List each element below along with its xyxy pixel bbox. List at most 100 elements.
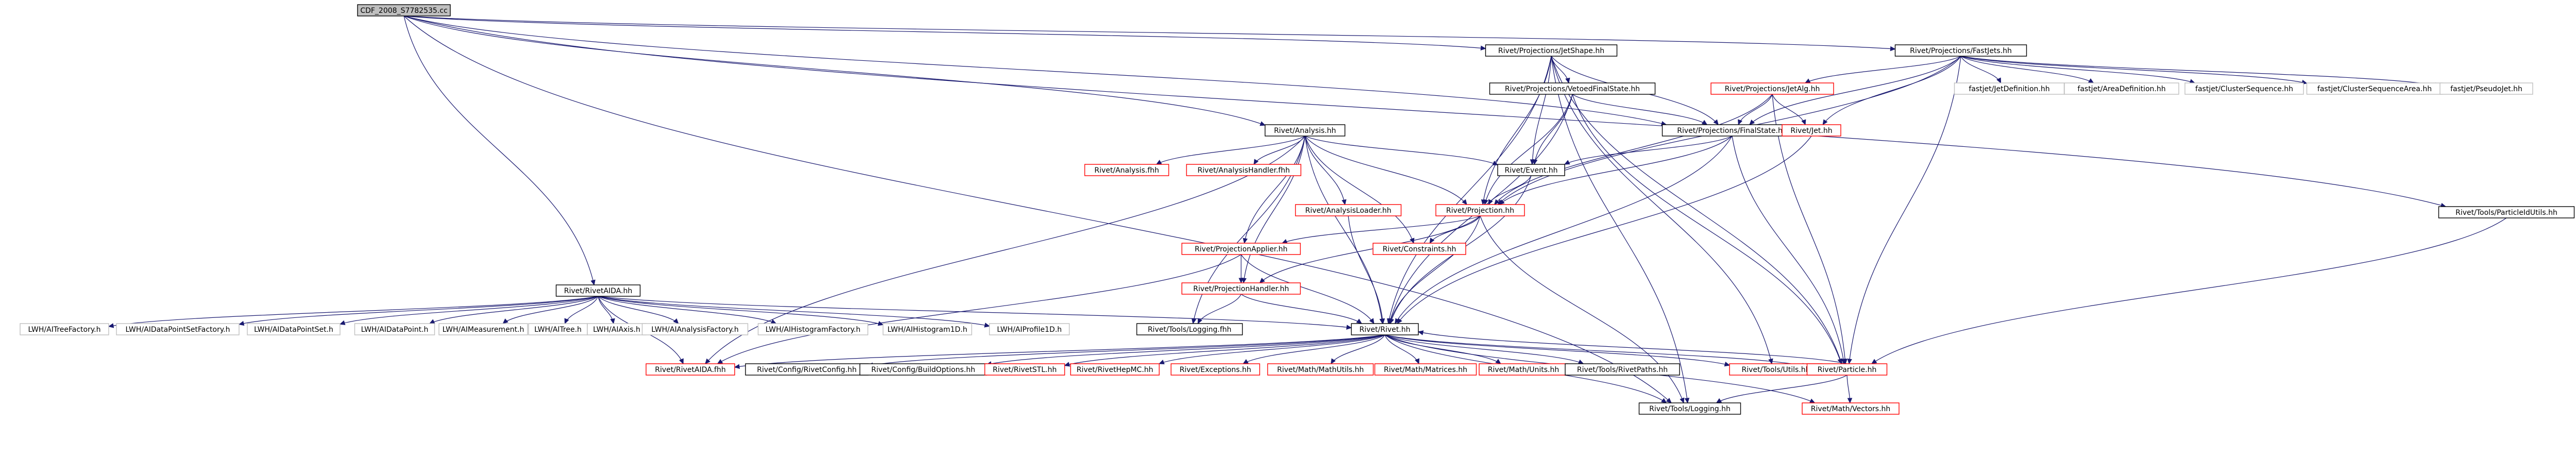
edge-arrowhead: [1281, 239, 1288, 244]
edge-fastjets-to-fjpseudo: [1960, 56, 2441, 88]
node-fjpseudo[interactable]: fastjet/PseudoJet.hh: [2439, 82, 2533, 95]
edge-root-to-fastjets: [403, 15, 1896, 52]
edge-arrowhead: [1701, 120, 1708, 125]
edge-jetshape-to-projection: [1481, 56, 1552, 206]
edge-line: [1494, 94, 1773, 205]
node-mathutils[interactable]: Rivet/Math/MathUtils.hh: [1267, 363, 1374, 376]
node-phandler[interactable]: Rivet/ProjectionHandler.hh: [1181, 282, 1301, 295]
edge-phandler-to-rivethh: [1241, 294, 1362, 324]
edge-analysis-to-rivethh: [1304, 136, 1384, 325]
node-box: [646, 363, 735, 376]
edge-line: [239, 296, 599, 325]
node-jet[interactable]: Rivet/Jet.hh: [1782, 124, 1841, 137]
node-root[interactable]: CDF_2008_S7782535.cc: [357, 4, 451, 16]
node-label: Rivet/ProjectionHandler.hh: [1193, 285, 1289, 293]
node-fjdef[interactable]: fastjet/JetDefinition.hh: [1954, 82, 2065, 95]
edge-line: [598, 296, 990, 327]
node-finalstate[interactable]: Rivet/Projections/FinalState.hh: [1662, 124, 1803, 137]
node-label: Rivet/AnalysisHandler.fhh: [1197, 166, 1290, 175]
node-rivethh[interactable]: Rivet/Rivet.hh: [1351, 323, 1419, 335]
node-loggingfhh[interactable]: Rivet/Tools/Logging.fhh: [1136, 323, 1243, 335]
edge-line: [1960, 56, 2195, 83]
node-logginghh[interactable]: Rivet/Tools/Logging.hh: [1638, 402, 1741, 415]
node-vfs[interactable]: Rivet/Projections/VetoedFinalState.hh: [1489, 82, 1656, 95]
edge-line: [340, 296, 599, 325]
edge-arrowhead: [1804, 78, 1811, 83]
node-ihf[interactable]: LWH/AIHistogramFactory.h: [757, 323, 869, 335]
edge-finalstate-to-event: [1564, 136, 1733, 165]
node-label: Rivet/Math/MathUtils.hh: [1277, 366, 1364, 374]
node-rpaths[interactable]: Rivet/Tools/RivetPaths.hh: [1565, 363, 1680, 376]
edge-arrowhead: [1158, 360, 1165, 365]
node-itreef[interactable]: LWH/AITreeFactory.h: [20, 323, 109, 335]
edge-arrowhead: [1996, 77, 2002, 84]
node-analysis[interactable]: Rivet/Analysis.hh: [1264, 124, 1346, 137]
node-buildopts[interactable]: Rivet/Config/BuildOptions.hh: [859, 363, 987, 376]
node-aloader[interactable]: Rivet/AnalysisLoader.hh: [1295, 204, 1402, 216]
edge-line: [1849, 56, 1961, 364]
edge-line: [1388, 56, 1552, 324]
node-vectors[interactable]: Rivet/Math/Vectors.hh: [1802, 402, 1900, 415]
node-analysisfhh[interactable]: Rivet/Analysis.fhh: [1084, 164, 1170, 176]
node-idp[interactable]: LWH/AIDataPoint.h: [354, 323, 435, 335]
edge-rivetaida-to-imeas: [502, 296, 599, 324]
node-box: [1894, 44, 2027, 57]
node-exceptions[interactable]: Rivet/Exceptions.hh: [1171, 363, 1260, 376]
edge-line: [1282, 215, 1481, 244]
edge-arrowhead: [1346, 325, 1352, 330]
node-fjclusarea[interactable]: fastjet/ClusterSequenceArea.hh: [2306, 82, 2443, 95]
edge-papplier-to-rivethh: [1241, 254, 1375, 325]
edge-line: [1551, 56, 1842, 364]
node-idps[interactable]: LWH/AIDataPointSet.h: [247, 323, 341, 335]
node-stl[interactable]: Rivet/RivetSTL.hh: [984, 363, 1065, 376]
node-box: [883, 323, 972, 335]
node-jetalg[interactable]: Rivet/Projections/JetAlg.hh: [1710, 82, 1834, 95]
node-papplier[interactable]: Rivet/ProjectionApplier.hh: [1181, 243, 1301, 255]
edge-arrowhead: [1495, 359, 1501, 364]
node-ih1d[interactable]: LWH/AIHistogram1D.h: [883, 323, 972, 335]
edge-arrowhead: [1564, 160, 1570, 165]
node-imeas[interactable]: LWH/AIMeasurement.h: [438, 323, 528, 335]
edge-fastjets-to-fjclusarea: [1960, 56, 2308, 85]
node-putils[interactable]: Rivet/Tools/ParticleIdUtils.hh: [2438, 206, 2575, 218]
node-rconfig[interactable]: Rivet/Config/RivetConfig.hh: [745, 363, 869, 376]
node-rivetaidafhh[interactable]: Rivet/RivetAIDA.fhh: [646, 363, 735, 376]
node-projection[interactable]: Rivet/Projection.hh: [1435, 204, 1525, 216]
node-hepmc[interactable]: Rivet/RivetHepMC.hh: [1070, 363, 1160, 376]
edge-arrowhead: [984, 323, 990, 328]
node-label: fastjet/PseudoJet.hh: [2450, 85, 2522, 93]
node-fjclus[interactable]: fastjet/ClusterSequence.hh: [2184, 82, 2304, 95]
node-iaxis[interactable]: LWH/AIAxis.h: [587, 323, 647, 335]
node-units[interactable]: Rivet/Math/Units.hh: [1479, 363, 1568, 376]
edge-arrowhead: [673, 318, 679, 324]
node-rivetaida[interactable]: Rivet/RivetAIDA.hh: [555, 284, 641, 297]
edge-line: [705, 136, 1306, 364]
node-ip1d[interactable]: LWH/AIProfile1D.h: [989, 323, 1070, 335]
node-fjarea[interactable]: fastjet/AreaDefinition.hh: [2064, 82, 2179, 95]
node-box: [116, 323, 240, 335]
node-event[interactable]: Rivet/Event.hh: [1497, 164, 1565, 176]
edge-arrowhead: [1242, 359, 1249, 364]
node-label: LWH/AIDataPoint.h: [361, 326, 429, 334]
node-matrices[interactable]: Rivet/Math/Matrices.hh: [1374, 363, 1477, 376]
node-label: LWH/AIMeasurement.h: [443, 326, 524, 334]
node-box: [2439, 82, 2533, 95]
node-fastjets[interactable]: Rivet/Projections/FastJets.hh: [1894, 44, 2027, 57]
edge-line: [1156, 136, 1306, 165]
node-box: [2184, 82, 2304, 95]
node-constraints[interactable]: Rivet/Constraints.hh: [1372, 243, 1466, 255]
node-idpsf[interactable]: LWH/AIDataPointSetFactory.h: [116, 323, 240, 335]
node-itree[interactable]: LWH/AITree.h: [528, 323, 588, 335]
edge-line: [1384, 334, 1730, 366]
edge-arrowhead: [1253, 159, 1259, 165]
node-ahandler[interactable]: Rivet/AnalysisHandler.fhh: [1186, 164, 1301, 176]
node-jetshape[interactable]: Rivet/Projections/JetShape.hh: [1485, 44, 1618, 57]
node-tutils[interactable]: Rivet/Tools/Utils.hh: [1729, 363, 1823, 376]
edge-jet-to-rivethh: [1397, 136, 1812, 324]
edge-rivethh-to-rivetaidafhh: [734, 334, 1385, 369]
node-particle[interactable]: Rivet/Particle.hh: [1806, 363, 1888, 376]
node-box: [1372, 243, 1466, 255]
edge-line: [1805, 56, 1961, 83]
edge-arrowhead: [1847, 398, 1853, 404]
node-iaf[interactable]: LWH/AIAnalysisFactory.h: [641, 323, 749, 335]
